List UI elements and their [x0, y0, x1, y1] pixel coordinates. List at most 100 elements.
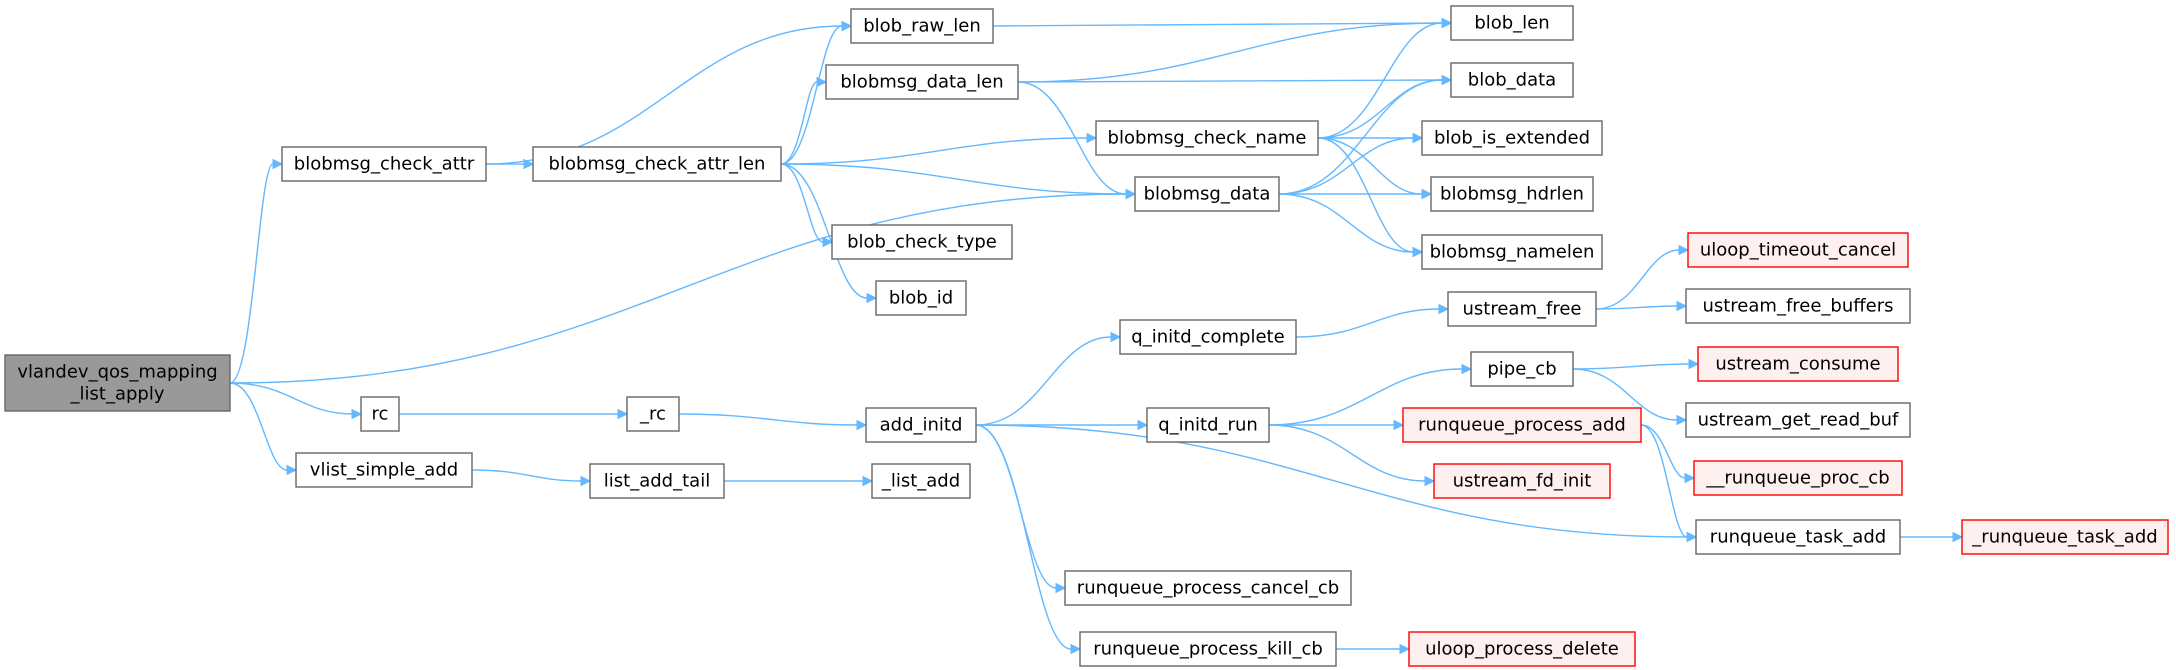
node-box: [875, 280, 967, 316]
node-blob_raw_len[interactable]: blob_raw_len: [850, 8, 994, 44]
node-label: runqueue_task_add: [1710, 527, 1886, 548]
edge-q_initd_complete-to-ustream_free: [1295, 303, 1450, 338]
edge-line: [992, 22, 1443, 27]
node-box: [1447, 291, 1597, 327]
node-q_initd_complete[interactable]: q_initd_complete: [1119, 319, 1297, 355]
edge-arrowhead: [862, 475, 874, 487]
node-rc[interactable]: rc: [360, 396, 400, 432]
node-box: [1470, 351, 1574, 387]
edge-add_initd-to-q_initd_complete: [975, 331, 1122, 426]
node-label: _list_add: [881, 471, 960, 492]
edge-line: [780, 163, 868, 299]
edge-ustream_free-to-uloop_timeout_cancel: [1595, 244, 1690, 310]
node-label: vlist_simple_add: [310, 460, 458, 481]
edge-root-to-blobmsg_check_attr: [229, 158, 284, 384]
node-box: [1433, 463, 1611, 499]
node-label: __runqueue_proc_cb: [1705, 468, 1889, 489]
node-box: [1146, 407, 1270, 443]
edge-line: [780, 25, 843, 165]
node-layer: vlandev_qos_mapping_list_apply blobmsg_ch…: [4, 5, 2169, 667]
node-box: [1685, 402, 1911, 438]
node-blobmsg_check_attr[interactable]: blobmsg_check_attr: [281, 146, 487, 182]
node-blob_len[interactable]: blob_len: [1450, 5, 1574, 41]
node-label: ustream_free: [1463, 299, 1582, 320]
edge-blobmsg_check_attr_len-to-blobmsg_data_len: [780, 76, 828, 165]
edge-arrowhead: [841, 20, 853, 32]
node-box: [1687, 232, 1909, 268]
node-blob_check_type[interactable]: blob_check_type: [831, 224, 1013, 260]
node-label: blob_raw_len: [863, 16, 981, 37]
node-blobmsg_check_attr_len[interactable]: blobmsg_check_attr_len: [532, 146, 782, 182]
edge-arrowhead: [1438, 303, 1450, 315]
node-box: [4, 354, 231, 412]
node-uloop_process_delete[interactable]: uloop_process_delete: [1408, 631, 1636, 667]
edge-vlist_simple_add-to-list_add_tail: [471, 469, 592, 487]
node-blob_id[interactable]: blob_id: [875, 280, 967, 316]
node-pipe_cb[interactable]: pipe_cb: [1470, 351, 1574, 387]
node-ustream_get_read_buf[interactable]: ustream_get_read_buf: [1685, 402, 1911, 438]
node-ustream_free[interactable]: ustream_free: [1447, 291, 1597, 327]
node-blob_is_extended[interactable]: blob_is_extended: [1421, 120, 1603, 156]
node-blobmsg_namelen[interactable]: blobmsg_namelen: [1421, 234, 1603, 270]
node-runqueue_process_add[interactable]: runqueue_process_add: [1402, 407, 1642, 443]
edge-arrowhead: [1684, 472, 1696, 484]
edge-arrowhead: [1399, 643, 1411, 655]
edge-blobmsg_data-to-blobmsg_hdrlen: [1279, 188, 1433, 200]
edge-line: [229, 163, 274, 384]
node-blobmsg_data[interactable]: blobmsg_data: [1134, 176, 1280, 212]
node-box: [1064, 570, 1352, 606]
edge-line: [229, 382, 288, 471]
node-list_add_tail[interactable]: list_add_tail: [589, 463, 725, 499]
edge-blobmsg_data-to-blobmsg_namelen: [1278, 193, 1424, 258]
node-label: uloop_process_delete: [1425, 639, 1619, 660]
node-box: [1695, 519, 1901, 555]
edge-arrowhead: [272, 158, 284, 170]
edge-layer: [229, 17, 1964, 655]
node-label: blobmsg_data_len: [840, 72, 1003, 93]
node-label: ustream_fd_init: [1453, 471, 1592, 492]
node-__runqueue_proc_cb[interactable]: __runqueue_proc_cb: [1693, 460, 1903, 496]
edge-arrowhead: [1676, 300, 1688, 312]
edge-runqueue_task_add-to-_runqueue_task_add: [1900, 531, 1964, 543]
node-label: uloop_timeout_cancel: [1700, 240, 1896, 261]
node-box: [1430, 176, 1594, 212]
node-label: vlandev_qos_mapping: [17, 362, 217, 383]
edge-line: [975, 424, 1688, 538]
node-add_initd[interactable]: add_initd: [865, 407, 977, 443]
node-q_initd_run[interactable]: q_initd_run: [1146, 407, 1270, 443]
node-runqueue_process_kill_cb[interactable]: runqueue_process_kill_cb: [1079, 631, 1337, 667]
node-runqueue_task_add[interactable]: runqueue_task_add: [1695, 519, 1901, 555]
node-_list_add[interactable]: _list_add: [871, 463, 971, 499]
node-box: [1421, 120, 1603, 156]
edge-line: [975, 336, 1112, 426]
node-blobmsg_data_len[interactable]: blobmsg_data_len: [825, 64, 1019, 100]
node-box: [850, 8, 994, 44]
node-box: [1134, 176, 1280, 212]
node-label: blobmsg_data: [1144, 184, 1271, 205]
node-label: blob_id: [889, 288, 953, 309]
node-_rc[interactable]: _rc: [626, 396, 680, 432]
edge-line: [1317, 137, 1414, 253]
node-_runqueue_task_add[interactable]: _runqueue_task_add: [1961, 519, 2169, 555]
edge-arrowhead: [1441, 74, 1453, 86]
edge-arrowhead: [580, 475, 592, 487]
node-runqueue_process_cancel_cb[interactable]: runqueue_process_cancel_cb: [1064, 570, 1352, 606]
node-blobmsg_hdrlen[interactable]: blobmsg_hdrlen: [1430, 176, 1594, 212]
edge-arrowhead: [1688, 358, 1700, 370]
edge-blobmsg_check_attr_len-to-blobmsg_check_name: [780, 132, 1098, 165]
node-vlist_simple_add[interactable]: vlist_simple_add: [295, 452, 473, 488]
node-root[interactable]: vlandev_qos_mapping_list_apply: [4, 354, 231, 412]
node-ustream_fd_init[interactable]: ustream_fd_init: [1433, 463, 1611, 499]
node-box: [831, 224, 1013, 260]
edge-arrowhead: [1110, 331, 1122, 343]
edge-line: [1017, 81, 1127, 195]
node-ustream_free_buffers[interactable]: ustream_free_buffers: [1685, 288, 1911, 324]
node-uloop_timeout_cancel[interactable]: uloop_timeout_cancel: [1687, 232, 1909, 268]
edge-blobmsg_check_attr_len-to-blob_raw_len: [780, 20, 853, 165]
node-blobmsg_check_name[interactable]: blobmsg_check_name: [1095, 120, 1319, 156]
edge-root-to-blobmsg_data: [229, 188, 1137, 384]
edge-line: [678, 413, 858, 426]
edge-line: [229, 382, 353, 415]
node-blob_data[interactable]: blob_data: [1450, 62, 1574, 98]
node-ustream_consume[interactable]: ustream_consume: [1697, 346, 1899, 382]
